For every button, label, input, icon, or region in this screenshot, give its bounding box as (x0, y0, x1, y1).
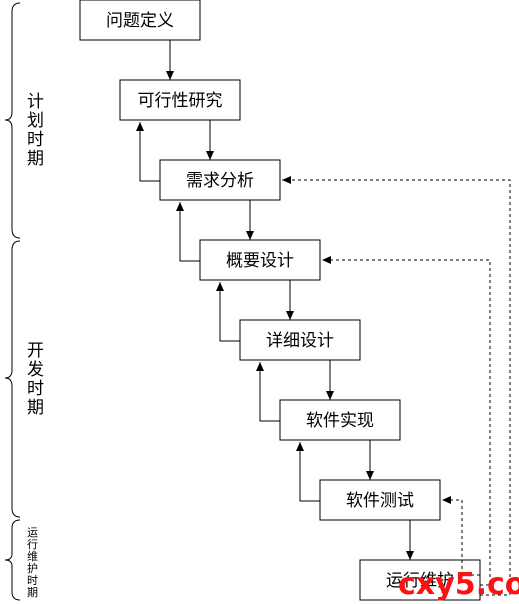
development-brace (4, 240, 21, 518)
phase-char: 期 (27, 149, 44, 169)
stage-detail-design: 详细设计 (239, 319, 361, 361)
operation-brace (4, 519, 21, 601)
phase-char: 划 (27, 111, 44, 131)
phase-planning-label: 计 划 时 期 (27, 92, 44, 169)
stage-label: 可行性研究 (138, 91, 223, 111)
stage-software-testing: 软件测试 (319, 479, 441, 521)
stage-label: 概要设计 (226, 251, 294, 271)
stage-label: 需求分析 (186, 171, 254, 191)
stage-label: 软件实现 (306, 411, 374, 431)
feedback-requirements-to-feasibility (136, 122, 160, 182)
phase-development-label: 开 发 时 期 (27, 341, 44, 418)
phase-char: 运 (27, 526, 38, 539)
stage-label: 详细设计 (266, 331, 334, 351)
feedback-outline-to-requirements (176, 202, 200, 262)
stage-label: 运行维护 (386, 571, 454, 591)
stage-requirements-analysis: 需求分析 (159, 159, 281, 201)
phase-char: 计 (27, 92, 44, 112)
phase-char: 时 (27, 130, 44, 150)
stage-label: 问题定义 (106, 11, 174, 31)
phase-char: 期 (27, 586, 38, 599)
stage-label: 软件测试 (346, 491, 414, 511)
phase-operation-label: 运 行 维 护 时 期 (27, 526, 38, 599)
stage-feasibility-study: 可行性研究 (119, 79, 241, 121)
phase-char: 时 (27, 574, 38, 587)
feedback-detail-to-outline (216, 282, 240, 342)
stage-operation-maintenance: 运行维护 (359, 559, 481, 601)
feedback-testing-to-implementation (296, 442, 320, 502)
dashed-maintenance-to-requirements (282, 176, 511, 596)
stage-outline-design: 概要设计 (199, 239, 321, 281)
phase-char: 开 (27, 341, 44, 361)
phase-char: 维 (27, 550, 38, 563)
feedback-implementation-to-detail (256, 362, 280, 422)
phase-char: 期 (27, 398, 44, 418)
stage-software-implementation: 软件实现 (279, 399, 401, 441)
planning-brace (4, 2, 21, 239)
phase-char: 时 (27, 379, 44, 399)
phase-char: 护 (27, 561, 38, 575)
stage-problem-definition: 问题定义 (79, 0, 201, 41)
phase-char: 行 (27, 538, 38, 551)
dashed-maintenance-to-testing (442, 496, 480, 576)
watermark-logo: cxy5.com (398, 567, 519, 602)
phase-char: 发 (27, 360, 44, 380)
